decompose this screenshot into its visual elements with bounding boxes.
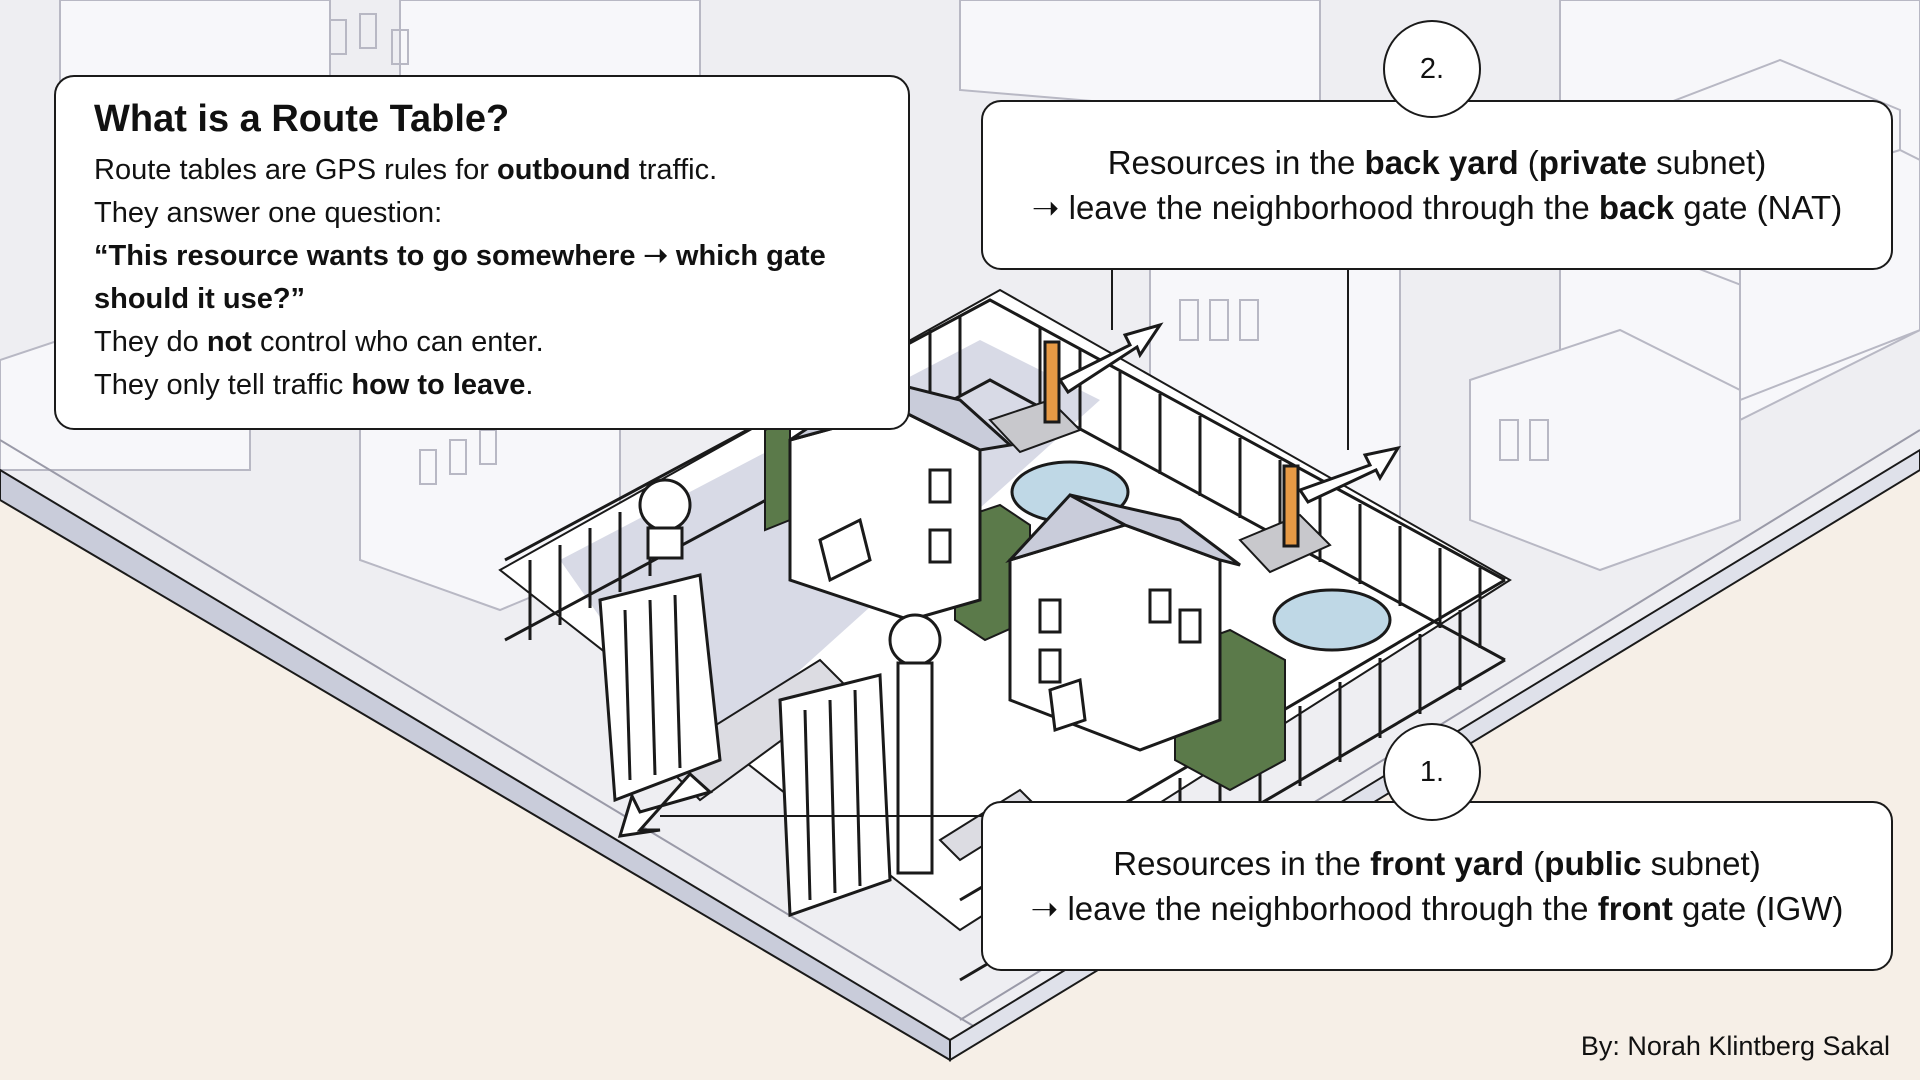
- back-door-left: [1043, 340, 1061, 424]
- pool-right: [1272, 588, 1392, 652]
- explainer-title: What is a Route Table?: [94, 98, 510, 140]
- explainer-line-5: They do not control who can enter.: [94, 326, 544, 358]
- explainer-line-4: should it use?”: [94, 283, 306, 315]
- step-badge-1: 1.: [1383, 723, 1481, 821]
- explainer-line-6: They only tell traffic how to leave.: [94, 369, 534, 401]
- leader-lines: [660, 270, 1349, 817]
- front-yard-callout: Resources in the front yard (public subn…: [981, 801, 1893, 971]
- back-gate-arrow-right: [1297, 445, 1402, 504]
- explainer-line-1: Route tables are GPS rules for outbound …: [94, 154, 718, 186]
- hedge-back: [764, 418, 791, 532]
- back-gate-arrow-left: [1057, 322, 1164, 395]
- front-gate: [598, 478, 942, 918]
- back-yard-callout: Resources in the back yard (private subn…: [981, 100, 1893, 270]
- back-callout-line-1: Resources in the back yard (private subn…: [1107, 144, 1767, 181]
- front-callout-line-1: Resources in the front yard (public subn…: [1113, 845, 1761, 882]
- explainer-line-3: “This resource wants to go somewhere ➝ w…: [94, 240, 826, 272]
- house-front: [1005, 493, 1241, 752]
- author-credit: By: Norah Klintberg Sakal: [1580, 1031, 1890, 1061]
- route-table-explainer: What is a Route Table? Route tables are …: [54, 75, 910, 430]
- front-gate-arrow: [617, 771, 714, 838]
- arrows: [617, 322, 1402, 838]
- explainer-line-2: They answer one question:: [94, 197, 443, 229]
- back-callout-line-2: ➝ leave the neighborhood through the bac…: [1031, 189, 1843, 226]
- city-windows: [329, 13, 1549, 485]
- front-callout-line-2: ➝ leave the neighborhood through the fro…: [1030, 890, 1844, 927]
- back-door-right: [1282, 464, 1300, 548]
- step-badge-2: 2.: [1383, 20, 1481, 118]
